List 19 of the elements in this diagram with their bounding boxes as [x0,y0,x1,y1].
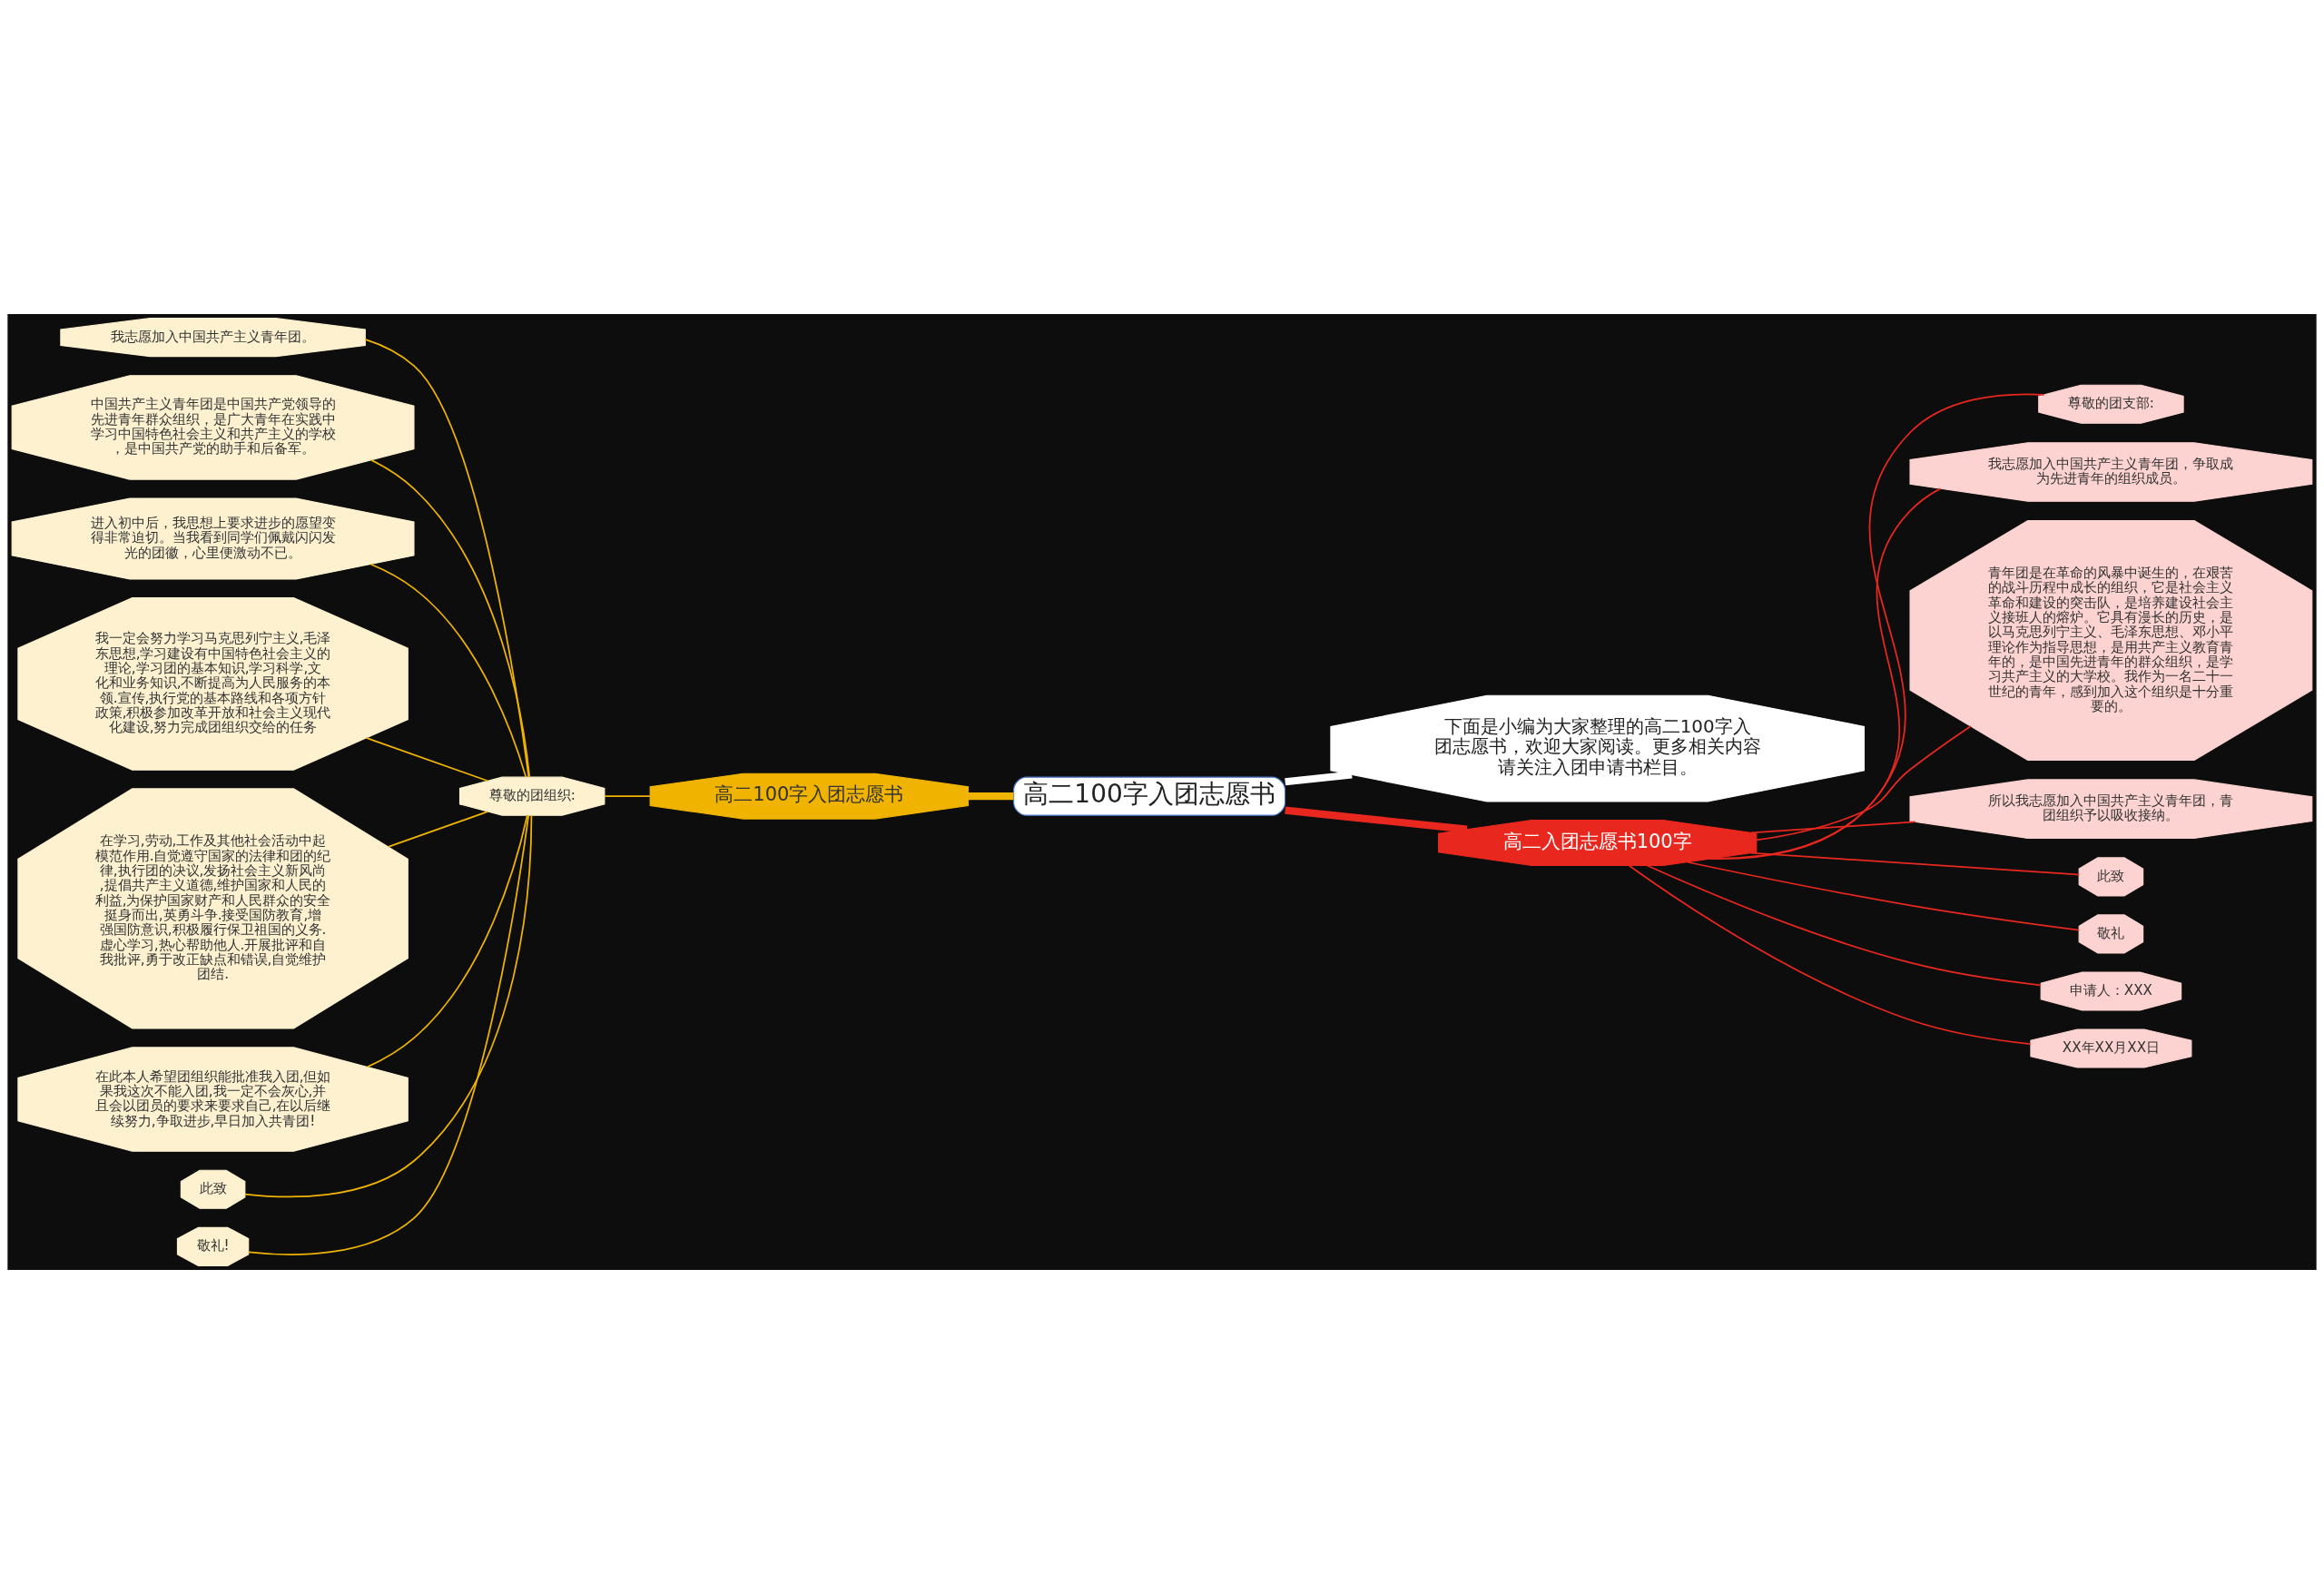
connector [1755,725,1972,841]
connector [1687,861,2081,931]
connector [366,814,528,1068]
node-box: 高二100字入团志愿书 [1013,776,1286,816]
connector [604,795,651,798]
connector [1628,864,2032,1045]
connector [370,459,531,778]
connector [369,563,527,778]
connector [365,737,489,782]
connector [1646,864,2042,987]
connector [1285,771,1353,786]
connector [364,339,530,778]
connector [1285,806,1468,833]
connector [387,811,489,848]
connector [1750,851,2081,876]
connector [1709,393,2045,861]
connector [1712,487,1942,860]
connector [1750,821,1916,834]
connector [968,792,1014,801]
